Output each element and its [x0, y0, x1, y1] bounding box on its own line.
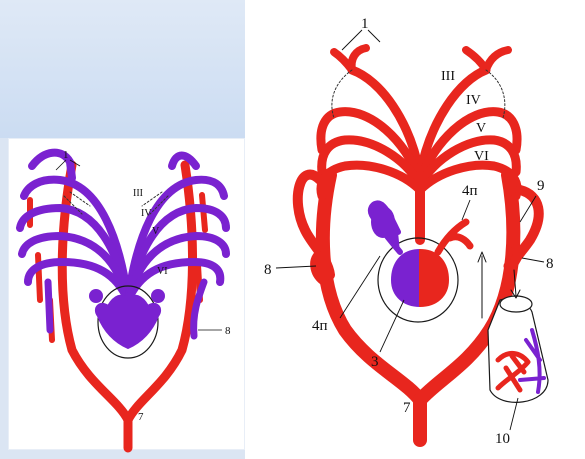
left-heart-lobe-l: [89, 289, 103, 303]
right-label-7: 7: [403, 400, 411, 416]
left-label-VI: VI: [157, 266, 168, 277]
right-label-3: 3: [371, 354, 379, 370]
right-label-8-left-pointer: [276, 266, 316, 268]
right-heart-venous: [392, 250, 420, 306]
right-label-3-pointer: [380, 300, 404, 352]
right-label-V: V: [476, 121, 486, 136]
right-label-4p-lower: 4п: [312, 318, 328, 334]
right-label-VI: VI: [474, 149, 489, 164]
right-diagram: [298, 48, 548, 440]
right-carotid-right: [466, 50, 508, 70]
left-label-V: V: [152, 226, 160, 237]
right-label-4p-lower-pointer: [340, 256, 380, 318]
left-heart: [96, 296, 160, 348]
right-label-III: III: [441, 69, 455, 84]
left-purple-arch-2r: [128, 208, 226, 300]
left-label-III: III: [133, 188, 143, 199]
right-label-10: 10: [495, 431, 510, 447]
right-heart-arterial: [420, 250, 448, 306]
right-label-9: 9: [537, 178, 545, 194]
left-label-7: 7: [138, 411, 144, 423]
right-label-1: 1: [361, 16, 369, 32]
left-label-8: 8: [225, 325, 231, 337]
right-label-4p-upper: 4п: [462, 183, 478, 199]
left-heart-lobe-r: [151, 289, 165, 303]
left-label-1: 1: [63, 149, 69, 161]
right-carotid-left: [334, 48, 366, 70]
left-label-IV: IV: [141, 208, 152, 219]
left-diagram: [20, 153, 226, 448]
left-purple-vein-left-tail: [48, 282, 50, 330]
right-4p-arterial-branch: [438, 222, 470, 252]
right-pulmonary-bulb: [371, 206, 395, 238]
right-label-4p-upper-pointer: [462, 200, 470, 220]
right-label-8-left: 8: [264, 262, 272, 278]
right-label-8-right-pointer: [522, 258, 544, 262]
right-label-8-right: 8: [546, 256, 554, 272]
right-label-IV: IV: [466, 93, 481, 108]
